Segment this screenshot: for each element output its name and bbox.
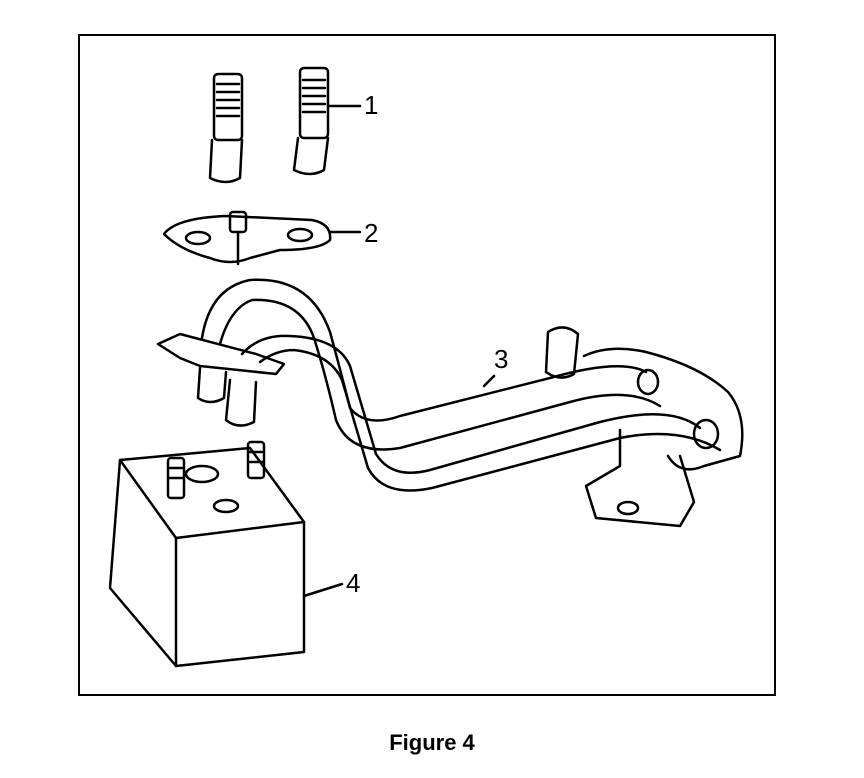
callout-2: 2 <box>364 218 379 248</box>
leader-line-3 <box>482 374 496 388</box>
pipe-assembly <box>156 278 744 528</box>
block-component <box>108 440 306 668</box>
clamp-plate <box>162 210 332 266</box>
figure-caption: Figure 4 <box>389 730 475 755</box>
exploded-parts-diagram <box>108 66 744 668</box>
threaded-pin-right <box>292 66 330 176</box>
callout-1: 1 <box>364 90 379 120</box>
figure-frame: 1 2 3 4 <box>78 34 776 696</box>
callout-3: 3 <box>494 344 509 374</box>
threaded-pin-left <box>208 72 244 184</box>
leader-line-4 <box>302 582 344 598</box>
callout-4: 4 <box>346 568 361 598</box>
